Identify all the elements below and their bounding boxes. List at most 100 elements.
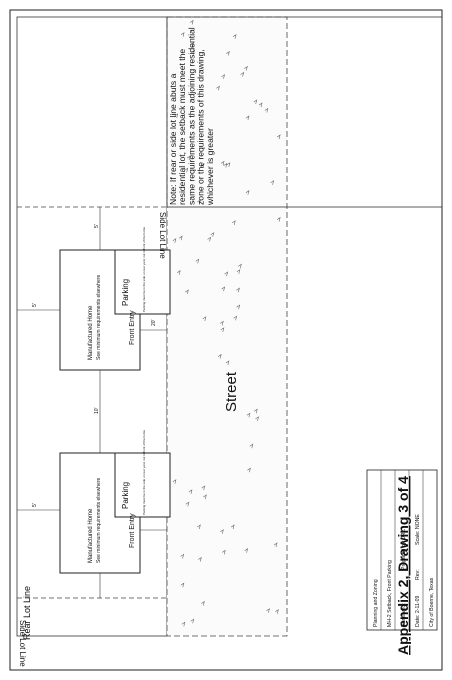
street-mark xyxy=(223,162,228,168)
home-upper xyxy=(59,249,171,371)
street-mark xyxy=(232,220,236,225)
street-mark xyxy=(270,180,275,185)
title-block xyxy=(366,469,438,631)
dimension-label: 5' xyxy=(94,224,100,228)
street-mark xyxy=(197,524,201,530)
street-mark xyxy=(236,304,241,310)
note-line: same requirements as the adjoining resid… xyxy=(186,27,196,205)
tb-line3-left: Reserved: xyxy=(401,603,407,627)
note-box xyxy=(166,16,443,208)
dimension-label: 10' xyxy=(94,407,100,414)
street-texture xyxy=(172,19,281,627)
street-mark xyxy=(172,238,177,243)
street-mark xyxy=(220,327,225,332)
street-mark xyxy=(253,99,258,105)
street-mark xyxy=(177,270,181,275)
side-lot-line-label-top: Side Lot Line xyxy=(158,212,167,259)
street-mark xyxy=(264,107,269,113)
parking-box xyxy=(114,452,171,518)
street-mark xyxy=(254,408,258,414)
note-line: zone or the requirements of this drawing… xyxy=(196,49,206,205)
street-mark xyxy=(185,501,190,507)
street-mark xyxy=(236,269,241,274)
street-mark xyxy=(245,115,250,121)
street-mark xyxy=(258,102,263,108)
street-area xyxy=(166,16,288,637)
street-mark xyxy=(217,353,222,359)
side-lot-line-label-bottom: Side Lot Line xyxy=(18,620,27,667)
note-text: Note: If rear or side lot line abuts are… xyxy=(168,27,215,206)
street-mark xyxy=(220,160,225,166)
home-lower xyxy=(59,452,171,574)
street-mark xyxy=(186,155,191,161)
street-mark xyxy=(210,232,215,237)
street-mark xyxy=(203,494,207,500)
street-mark xyxy=(245,190,250,195)
street-mark xyxy=(200,163,205,168)
street-mark xyxy=(244,65,248,71)
street-mark xyxy=(178,235,183,241)
street-mark xyxy=(195,258,200,264)
tb-line4-left: Date: 2-11-09 xyxy=(415,596,421,627)
note-line: residential lot, the setback must meet t… xyxy=(177,49,187,205)
home-subtitle: See minimum requirements elsewhere xyxy=(96,477,102,563)
street-mark xyxy=(172,479,177,484)
street-label: Street xyxy=(223,371,240,412)
street-mark xyxy=(180,553,185,559)
street-mark xyxy=(226,50,230,56)
parking-label: Parking xyxy=(121,482,130,509)
street-mark xyxy=(244,548,249,553)
street-mark xyxy=(202,316,207,321)
dimension-label: 20' xyxy=(151,319,157,326)
appendix-title: Appendix 2, Drawing 3 of 4 xyxy=(395,476,411,655)
street-mark xyxy=(247,467,251,473)
parking-label: Parking xyxy=(121,279,130,306)
tb-line4-right: Scale: NONE xyxy=(415,514,421,545)
street-mark xyxy=(190,618,195,624)
tb-line1: Planning and Zoning xyxy=(373,579,379,627)
street-mark xyxy=(276,134,281,140)
tb-line5: City of Boerne, Texas xyxy=(429,577,435,627)
street-mark xyxy=(224,271,229,277)
home-subtitle: See minimum requirements elsewhere xyxy=(96,274,102,360)
front-entry-label: Front Entry xyxy=(129,513,136,548)
dimension-label: 5' xyxy=(32,303,38,307)
svg-text:Note: If rear or side lot line: Note: If rear or side lot line abuts are… xyxy=(168,27,215,206)
street-mark xyxy=(238,263,242,269)
home-title: Manufactured Home xyxy=(88,305,94,360)
tb-line3-right: Prepared by: JRC xyxy=(401,529,407,570)
street-mark xyxy=(255,416,259,421)
front-entry-label: Front Entry xyxy=(129,310,136,345)
street-mark xyxy=(189,19,194,25)
dimension-label: 5' xyxy=(32,503,38,507)
title-block-text: Planning and Zoning MH-2 Setback, Front … xyxy=(373,514,435,627)
street-mark xyxy=(181,621,186,627)
street-mark xyxy=(197,199,201,205)
parking-note: Parking must be in the side or rear yard… xyxy=(142,430,146,515)
street-mark xyxy=(207,236,212,242)
sheet-border xyxy=(9,9,443,671)
street-mark xyxy=(275,609,279,614)
street-mark xyxy=(185,289,189,295)
note-line: whichever is greater xyxy=(205,128,215,206)
street-mark xyxy=(246,412,251,418)
parking-note: Parking must be in the side or rear yard… xyxy=(142,227,146,312)
street-mark xyxy=(190,42,195,47)
street-mark xyxy=(249,443,254,449)
street-mark xyxy=(201,600,205,606)
tb-line2: MH-2 Setback, Front Parking xyxy=(387,560,393,627)
street-mark xyxy=(222,549,226,555)
street-mark xyxy=(220,529,224,534)
street-mark xyxy=(191,49,195,55)
parking-box xyxy=(114,249,171,315)
street-mark xyxy=(198,556,202,562)
street-mark xyxy=(201,485,206,491)
tb-line4-mid: Rev: xyxy=(415,569,421,580)
dimension-lines xyxy=(17,207,167,598)
note-line: Note: If rear or side lot line abuts a xyxy=(168,73,178,205)
street-mark xyxy=(225,360,230,366)
street-mark xyxy=(240,71,245,77)
street-mark xyxy=(233,315,238,321)
